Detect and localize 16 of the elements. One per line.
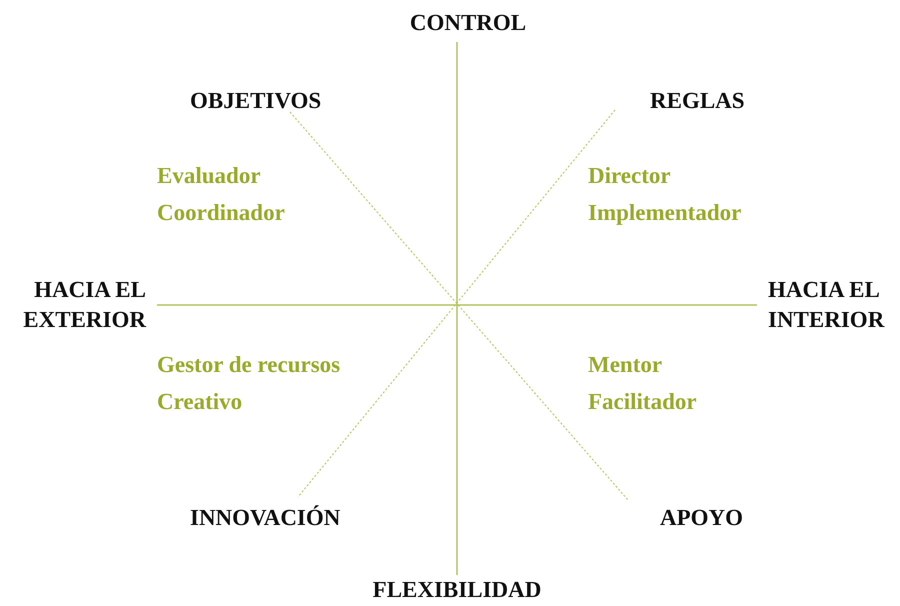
axis-label: CONTROL (410, 9, 526, 37)
axis-label: FLEXIBILIDAD (372, 576, 542, 604)
role-label: Gestor de recursos (157, 351, 340, 379)
role-label: Facilitador (588, 388, 697, 416)
role-label: Evaluador (157, 162, 261, 190)
role-label: Implementador (588, 199, 742, 227)
role-label: Creativo (157, 388, 242, 416)
quadrant-label: REGLAS (650, 87, 745, 115)
role-label: Mentor (588, 351, 662, 379)
quadrant-label: OBJETIVOS (190, 87, 322, 115)
quadrant-label: INNOVACIÓN (190, 504, 340, 532)
quadrant-label: APOYO (660, 504, 744, 532)
role-label: Coordinador (157, 199, 285, 227)
role-label: Director (588, 162, 671, 190)
axis-label: HACIA EL EXTERIOR (22, 276, 146, 334)
axis-label: HACIA EL INTERIOR (768, 276, 886, 334)
